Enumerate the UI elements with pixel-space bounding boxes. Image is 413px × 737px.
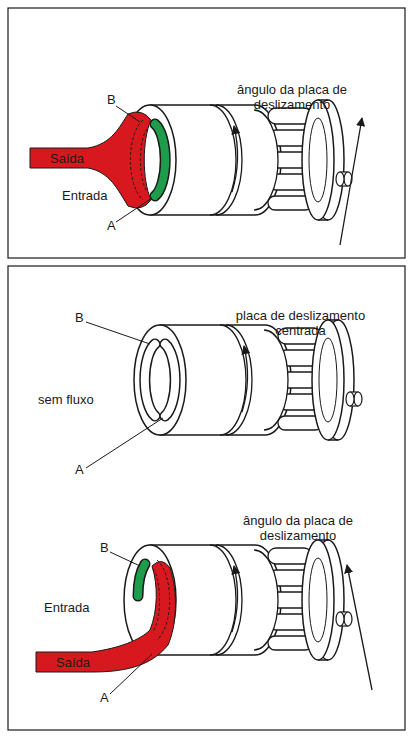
- panel-caption: ângulo da placa de deslizamento: [212, 82, 372, 112]
- outlet-flow: [36, 561, 175, 672]
- kidney-port: [138, 564, 145, 596]
- hidden-port: [153, 569, 160, 631]
- port-letter: B: [75, 310, 84, 325]
- port-letter: A: [107, 218, 116, 233]
- kidney-port: [165, 344, 175, 416]
- swash-arrow: [340, 118, 362, 245]
- pump-body: [134, 320, 362, 440]
- flow-label: sem fluxo: [38, 392, 94, 407]
- leader-line: [116, 106, 140, 122]
- leader-line: [86, 322, 150, 344]
- kidney-port: [145, 344, 155, 416]
- hidden-port: [130, 120, 143, 200]
- panel-caption: placa de deslizamento centrada: [218, 308, 383, 338]
- kidney-port: [145, 344, 155, 416]
- panel-frame: [8, 8, 405, 258]
- leader-line: [86, 418, 163, 468]
- leader-line: [110, 654, 152, 694]
- leader-line: [116, 198, 152, 222]
- panel-frame: [8, 266, 405, 730]
- hidden-port: [140, 129, 147, 191]
- port-letter: A: [75, 462, 84, 477]
- panel-caption: ângulo da placa de deslizamento: [218, 513, 378, 543]
- flow-label: Saída: [56, 655, 90, 670]
- inlet-port: [155, 124, 165, 196]
- hidden-port: [157, 560, 170, 640]
- inlet-port: [138, 564, 145, 596]
- port-letter: B: [100, 540, 109, 555]
- leader-line: [110, 552, 140, 566]
- port-letter: B: [107, 92, 116, 107]
- swash-arrow: [347, 565, 372, 690]
- kidney-port: [155, 124, 165, 196]
- pump-body: [124, 100, 352, 220]
- outlet-flow: [30, 112, 151, 208]
- kidney-port: [165, 344, 175, 416]
- flow-label: Saída: [50, 151, 84, 166]
- port-letter: A: [100, 690, 109, 705]
- flow-label: Entrada: [62, 188, 108, 203]
- flow-label: Entrada: [44, 600, 90, 615]
